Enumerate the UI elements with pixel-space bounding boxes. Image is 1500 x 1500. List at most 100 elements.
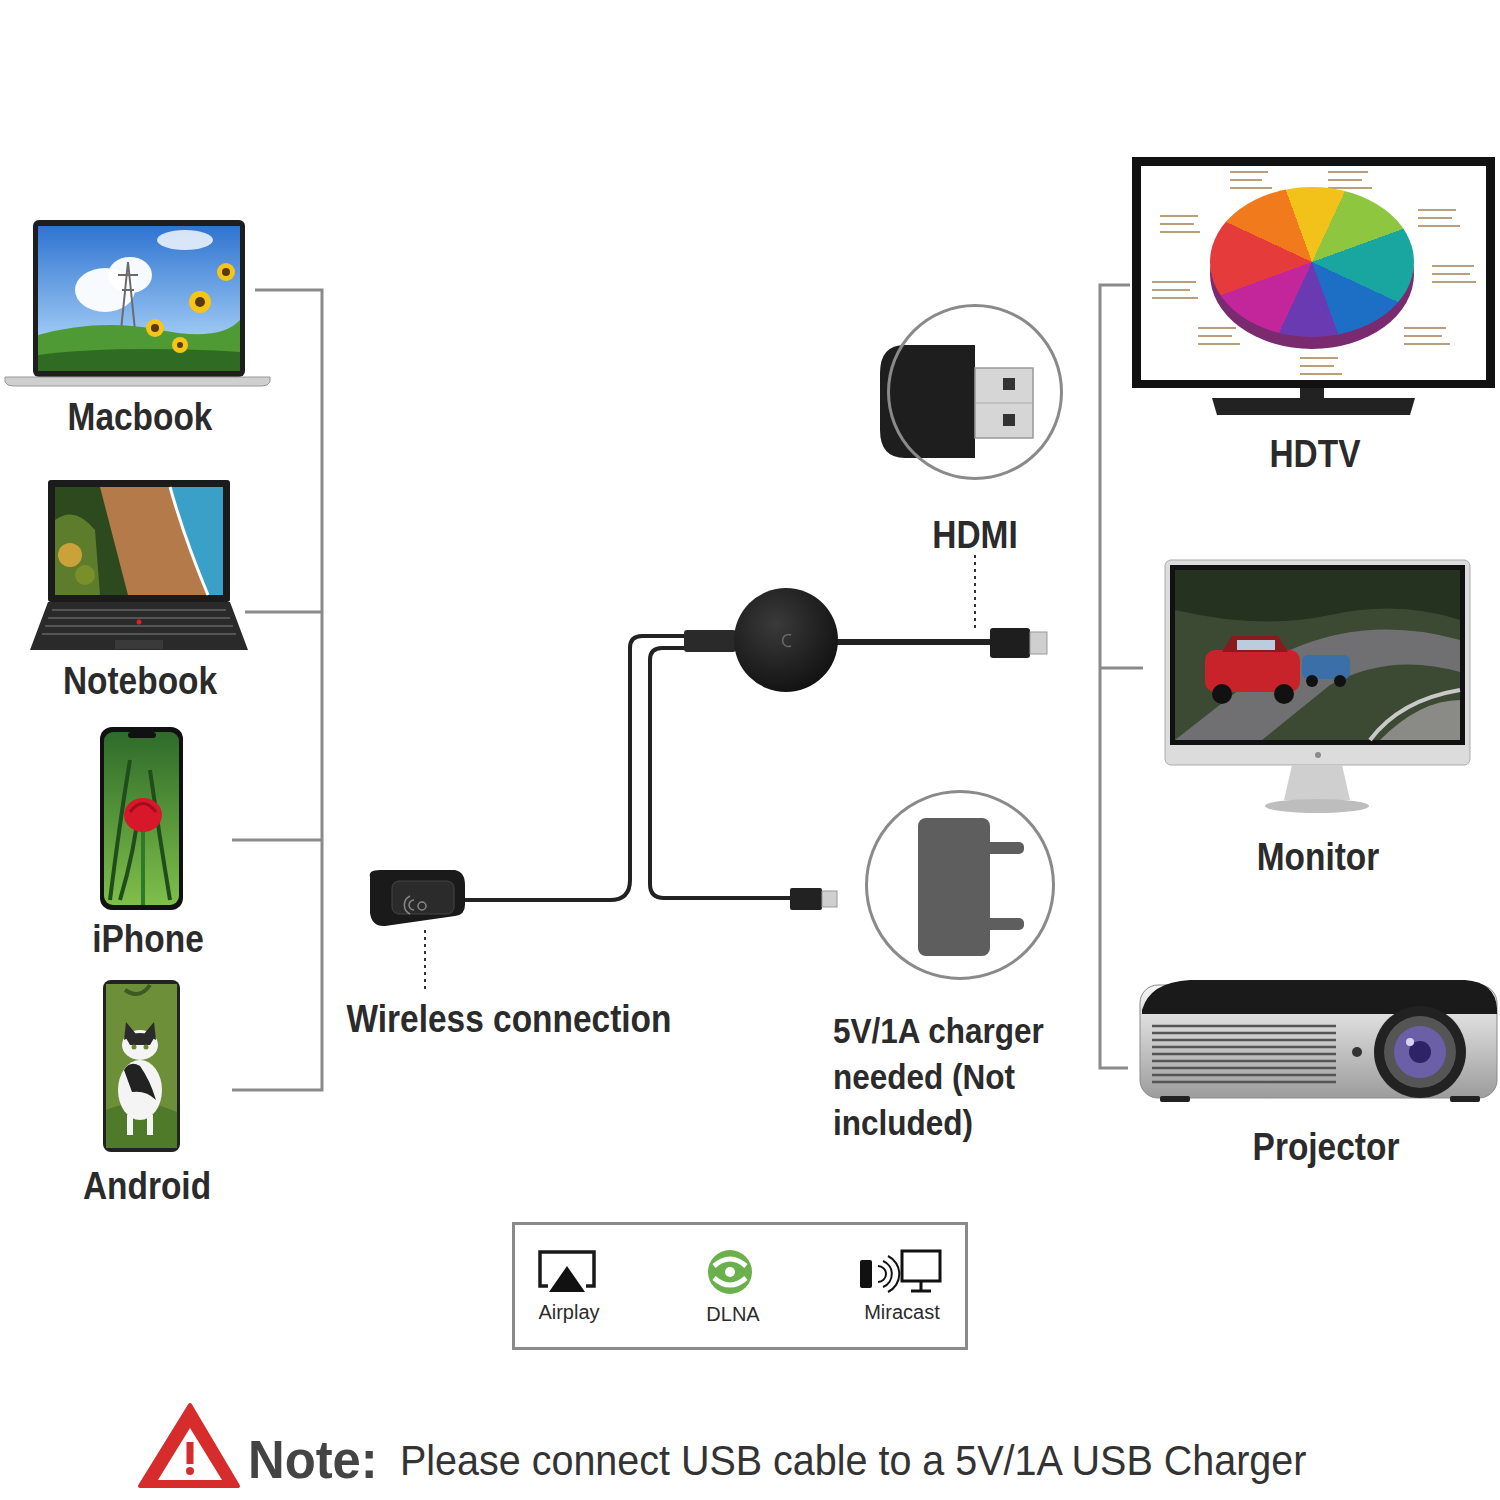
hdtv-illustration <box>1404 328 1450 344</box>
projector-illustration <box>1394 1026 1446 1078</box>
dongle-illustration <box>370 870 465 926</box>
charger-illustration <box>984 918 1024 930</box>
warning-icon <box>140 1405 238 1486</box>
charger-illustration <box>918 818 990 956</box>
warning-icon <box>140 1405 238 1486</box>
notebook-illustration <box>55 514 100 595</box>
projector-illustration <box>1152 1026 1336 1082</box>
projector-illustration <box>1406 1038 1414 1046</box>
projector-illustration <box>1450 1096 1480 1102</box>
macbook-illustration <box>189 291 211 313</box>
charger-callout-circle-outline <box>867 792 1054 979</box>
hdmi-plug-illustration <box>975 368 1033 438</box>
hdtv-illustration <box>1328 172 1372 188</box>
hdtv-illustration <box>1230 172 1272 188</box>
hdtv-illustration <box>1141 166 1486 380</box>
callout-label: HDMI <box>843 514 1107 558</box>
hdtv-illustration <box>1152 282 1198 298</box>
projector-illustration <box>1352 1047 1362 1057</box>
macbook-illustration <box>195 297 205 307</box>
notebook-illustration <box>30 480 248 650</box>
macbook-illustration <box>38 349 240 371</box>
bracket-right <box>1100 667 1143 670</box>
monitor-illustration <box>1284 765 1350 800</box>
notebook-illustration <box>48 617 230 619</box>
monitor-illustration <box>1237 640 1275 650</box>
hdtv-illustration <box>1212 398 1415 415</box>
monitor-illustration <box>1170 565 1465 745</box>
hdtv-illustration <box>1152 172 1476 374</box>
dongle-illustration <box>392 881 454 914</box>
monitor-illustration <box>1212 684 1232 704</box>
dongle-illustration <box>404 896 414 914</box>
connection-label: Wireless connection <box>245 998 773 1042</box>
macbook-illustration <box>38 226 240 371</box>
dongle-illustration <box>734 588 838 692</box>
warning-icon <box>187 1442 194 1464</box>
dlna-icon <box>708 1250 752 1294</box>
device-label: Macbook <box>0 396 404 440</box>
iphone-illustration <box>124 798 162 832</box>
device-label: HDTV <box>1051 433 1500 477</box>
dongle-illustration <box>822 891 837 907</box>
bracket-left <box>245 611 322 614</box>
hdtv-illustration <box>1132 157 1495 415</box>
monitor-illustration <box>1175 630 1460 740</box>
dongle-illustration <box>1030 632 1047 654</box>
android-illustration <box>144 1045 149 1050</box>
projector-illustration <box>1384 1016 1456 1088</box>
monitor-illustration <box>1165 560 1470 813</box>
notebook-illustration <box>45 625 233 627</box>
projector-illustration <box>1152 1026 1336 1082</box>
warning-icon <box>158 1428 222 1480</box>
bracket-right <box>1100 285 1130 1068</box>
macbook-illustration <box>222 268 230 276</box>
android-illustration <box>125 985 150 994</box>
dongle-illustration <box>462 636 686 900</box>
notebook-illustration <box>58 543 82 567</box>
iphone-illustration <box>141 830 145 905</box>
leader-line <box>974 555 976 628</box>
hdtv-illustration <box>1300 358 1342 374</box>
hdtv-illustration <box>1160 216 1200 232</box>
note-text: Please connect USB cable to a 5V/1A USB … <box>400 1437 1306 1485</box>
notebook-illustration <box>115 640 163 649</box>
device-label: iPhone <box>0 918 412 962</box>
notebook-illustration <box>42 633 236 635</box>
hdtv-illustration <box>1132 157 1495 388</box>
macbook-illustration <box>157 230 213 250</box>
miracast-icon <box>878 1256 899 1292</box>
hdmi-callout-circle-outline <box>889 306 1062 479</box>
notebook-illustration <box>168 487 223 595</box>
notebook-illustration <box>170 487 208 595</box>
notebook-illustration <box>75 565 95 585</box>
protocol-name: Airplay <box>469 1301 669 1324</box>
airplay-icon <box>540 1252 594 1292</box>
macbook-illustration <box>172 337 188 353</box>
monitor-illustration <box>1175 570 1460 740</box>
callout-label: 5V/1A charger needed (Not included) <box>833 1008 1069 1146</box>
notebook-illustration <box>42 610 236 634</box>
notebook-illustration <box>48 480 230 602</box>
macbook-illustration <box>217 263 235 281</box>
hdtv-illustration <box>1418 210 1460 226</box>
hdmi-plug-illustration <box>1003 414 1015 426</box>
notebook-illustration <box>137 620 142 625</box>
monitor-illustration <box>1306 675 1318 687</box>
airplay-icon <box>549 1266 585 1292</box>
projector-illustration <box>1160 1096 1190 1102</box>
bracket-left <box>232 290 322 1090</box>
miracast-icon <box>860 1251 940 1292</box>
miracast-icon <box>902 1251 940 1281</box>
charger-callout-circle-outline <box>865 790 1055 980</box>
projector-illustration <box>1374 1006 1466 1098</box>
pie-chart-illustration <box>1210 187 1414 337</box>
notebook-illustration <box>30 602 248 650</box>
monitor-illustration <box>1370 690 1460 740</box>
notebook-illustration <box>55 487 223 595</box>
miracast-icon <box>911 1281 931 1291</box>
hdtv-illustration <box>1300 388 1324 398</box>
android-illustration <box>126 1033 154 1045</box>
dongle-illustration <box>836 639 995 645</box>
protocol-box: AirplayDLNAMiracast <box>512 1222 968 1350</box>
